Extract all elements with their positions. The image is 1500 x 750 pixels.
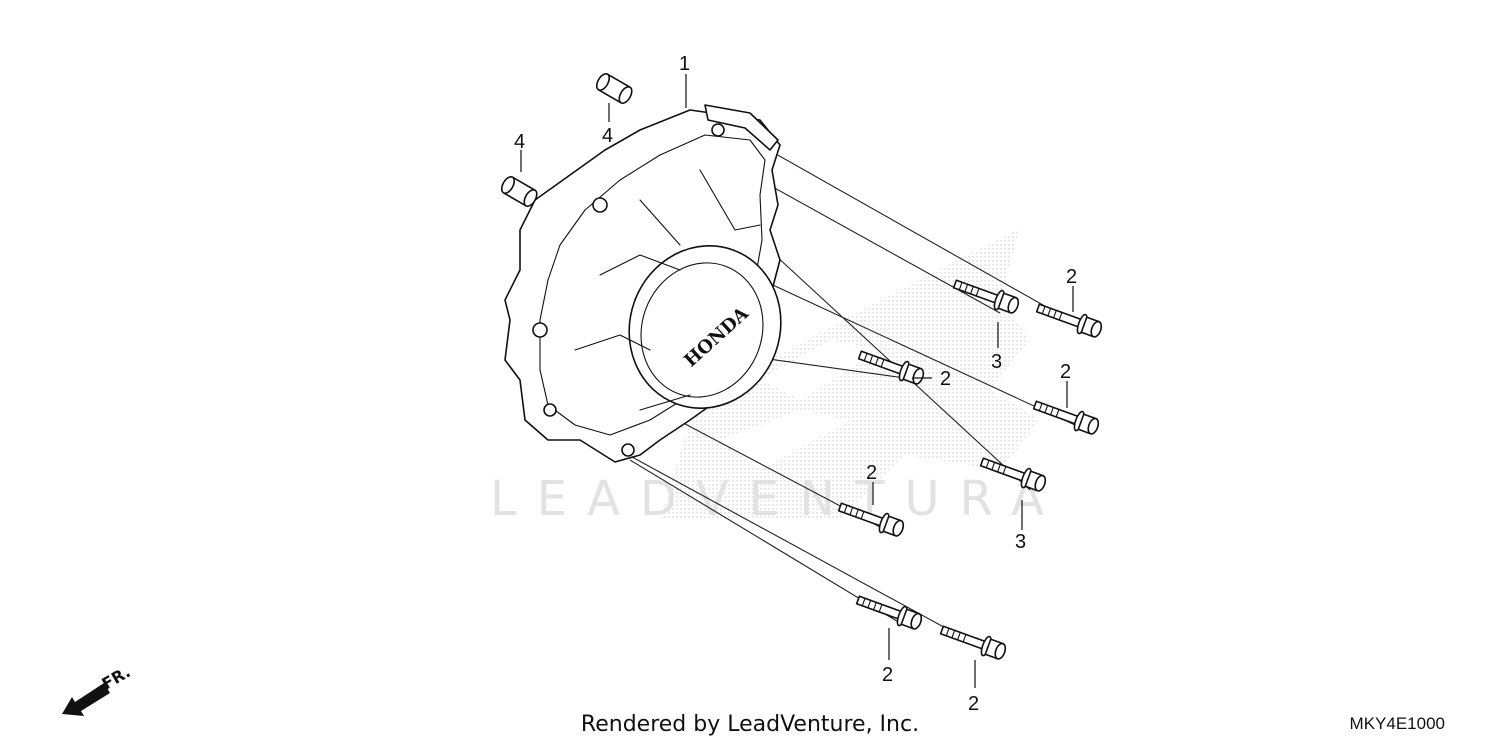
callout-2-d: 2 [866, 462, 877, 484]
watermark-text: LEADVENTURA [490, 471, 1064, 527]
callout-3-a: 3 [991, 351, 1002, 373]
dowel-pin-upper [593, 70, 636, 107]
dowel-pin-lower [498, 173, 541, 210]
callout-2-c: 2 [1060, 361, 1071, 383]
callout-1: 1 [679, 53, 690, 75]
callout-2-f: 2 [968, 693, 979, 715]
callout-2-b: 2 [940, 368, 951, 390]
engine-cover: HONDA [504, 104, 782, 463]
front-direction-arrow-icon: FR. [62, 662, 134, 716]
callout-2-e: 2 [882, 664, 893, 686]
callout-4-lower: 4 [514, 131, 525, 153]
diagram-reference-code: MKY4E1000 [1349, 714, 1445, 733]
bolt-2-a [1033, 297, 1105, 341]
leader-lines [520, 74, 1074, 688]
callout-4-upper: 4 [602, 125, 613, 147]
watermark-wing [660, 228, 1040, 520]
callout-3-b: 3 [1015, 531, 1026, 553]
bolt-2-f [937, 619, 1009, 663]
callout-2-a: 2 [1066, 266, 1077, 288]
bolt-2-c [1030, 394, 1102, 438]
footer-credit: Rendered by LeadVenture, Inc. [580, 712, 920, 737]
